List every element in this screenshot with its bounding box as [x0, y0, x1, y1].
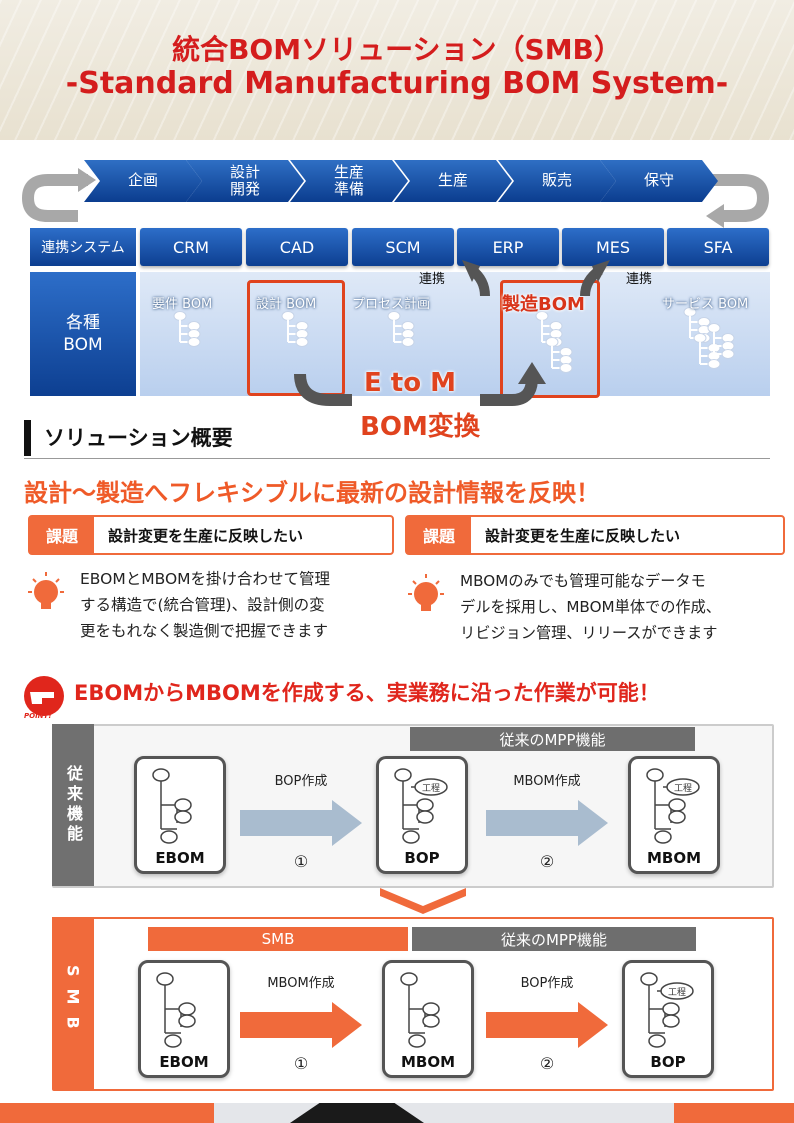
- bom-type-service: サービス BOM: [662, 297, 749, 312]
- cycle-arrow-graphic: [21, 168, 770, 228]
- link-label-left: 連携: [419, 272, 446, 287]
- svg-text:工程: 工程: [668, 987, 686, 998]
- new-flow-side-label: SMB: [52, 917, 94, 1089]
- bom-card: EBOM: [134, 756, 226, 874]
- process-step: 生産 準備: [290, 160, 408, 202]
- smb-bar: SMB: [148, 927, 408, 951]
- flow-arrow-number: ②: [539, 1054, 555, 1073]
- tree-icon: [152, 768, 192, 844]
- bom-area: [140, 272, 770, 396]
- old-flow-side-label: 従来機能: [52, 724, 94, 886]
- lightbulb-icon: [408, 574, 444, 611]
- bom-label: 各種 BOM: [30, 272, 136, 396]
- convert-label-line1: E to M: [363, 368, 457, 398]
- design-bom-highlight: [247, 280, 345, 396]
- mfg-bom-highlight: [500, 280, 600, 398]
- section-heading: ソリューション概要: [44, 426, 233, 450]
- bom-card-label: EBOM: [159, 1053, 209, 1071]
- issue-text: 設計変更を生産に反映したい: [485, 526, 681, 545]
- system-box: CAD: [246, 228, 348, 266]
- bom-card-label: MBOM: [400, 1053, 456, 1071]
- tree-icon: 工程: [640, 972, 694, 1048]
- flow-arrow: [486, 1002, 608, 1048]
- issue-body-left: EBOMとMBOMを掛け合わせて管理 する構造で(統合管理)、設計側の変 更をも…: [80, 570, 331, 640]
- bom-card-label: BOP: [650, 1053, 686, 1071]
- issue-tag: 課題: [30, 517, 94, 553]
- link-label-right: 連携: [626, 272, 653, 287]
- pointing-hand-icon: [24, 676, 64, 716]
- flow-arrow-number: ②: [539, 852, 555, 871]
- page-subtitle: -Standard Manufacturing BOM System-: [65, 66, 729, 101]
- process-step: 生産: [394, 160, 512, 202]
- issue-box-left: 課題 設計変更を生産に反映したい: [28, 515, 394, 555]
- tree-icon: [400, 972, 440, 1048]
- bom-card: 工程 MBOM: [628, 756, 720, 874]
- issue-box-right: 課題 設計変更を生産に反映したい: [405, 515, 785, 555]
- down-chevron-icon: [380, 888, 466, 914]
- bom-type-manufacturing: 製造BOM: [502, 294, 585, 315]
- systems-label: 連携システム: [30, 228, 136, 266]
- bom-type-process: プロセス計画: [352, 297, 431, 312]
- section-divider: [24, 458, 770, 459]
- lightbulb-icon: [28, 572, 64, 609]
- e-to-m-arrows: [294, 260, 610, 406]
- flow-arrow-label: BOP作成: [274, 774, 328, 789]
- system-box: ERP: [457, 228, 559, 266]
- bom-card: 工程 BOP: [376, 756, 468, 874]
- issue-body-right: MBOMのみでも管理可能なデータモ デルを採用し、MBOM単体での作成、 リビジ…: [460, 572, 721, 642]
- flow-arrow-number: ①: [293, 852, 309, 871]
- system-box: MES: [562, 228, 664, 266]
- tree-icon: 工程: [646, 768, 700, 844]
- footer-band-light: [214, 1103, 674, 1123]
- bom-card-label: MBOM: [646, 849, 702, 867]
- svg-text:工程: 工程: [674, 783, 692, 794]
- tree-icon: 工程: [394, 768, 448, 844]
- flow-arrow: [240, 1002, 362, 1048]
- section-marker: [24, 420, 31, 456]
- bom-card-label: BOP: [404, 849, 440, 867]
- bom-card: 工程 BOP: [622, 960, 714, 1078]
- flow-arrow: [486, 800, 608, 846]
- header-banner: 統合BOMソリューション（SMB） -Standard Manufacturin…: [0, 0, 794, 140]
- point-badge: POINT!: [24, 712, 52, 720]
- overview-headline: 設計～製造へフレキシブルに最新の設計情報を反映！: [24, 479, 600, 507]
- new-mpp-bar: 従来のMPP機能: [412, 927, 696, 951]
- point-headline: EBOMからMBOMを作成する、実業務に沿った作業が可能！: [74, 681, 660, 705]
- system-box: SFA: [667, 228, 769, 266]
- convert-label-line2: BOM変換: [360, 412, 480, 442]
- page-title: 統合BOMソリューション（SMB）: [172, 33, 622, 66]
- flow-arrow: [240, 800, 362, 846]
- issue-text: 設計変更を生産に反映したい: [108, 526, 304, 545]
- process-step: 保守: [600, 160, 718, 202]
- system-box: CRM: [140, 228, 242, 266]
- svg-text:工程: 工程: [422, 783, 440, 794]
- system-box: SCM: [352, 228, 454, 266]
- bom-type-design: 設計 BOM: [256, 297, 317, 312]
- issue-tag: 課題: [407, 517, 471, 553]
- old-mpp-bar: 従来のMPP機能: [410, 727, 695, 751]
- tree-icon: [156, 972, 196, 1048]
- bom-card: MBOM: [382, 960, 474, 1078]
- flow-arrow-label: MBOM作成: [267, 976, 335, 991]
- bom-card-label: EBOM: [155, 849, 205, 867]
- flow-arrow-label: MBOM作成: [513, 774, 581, 789]
- footer-band-dark: [290, 1103, 424, 1123]
- process-step: 販売: [498, 160, 616, 202]
- flow-arrow-label: BOP作成: [520, 976, 574, 991]
- process-step: 企画: [84, 160, 202, 202]
- bom-type-requirement: 要件 BOM: [152, 297, 213, 312]
- flow-arrow-number: ①: [293, 1054, 309, 1073]
- process-step: 設計 開発: [186, 160, 304, 202]
- bom-card: EBOM: [138, 960, 230, 1078]
